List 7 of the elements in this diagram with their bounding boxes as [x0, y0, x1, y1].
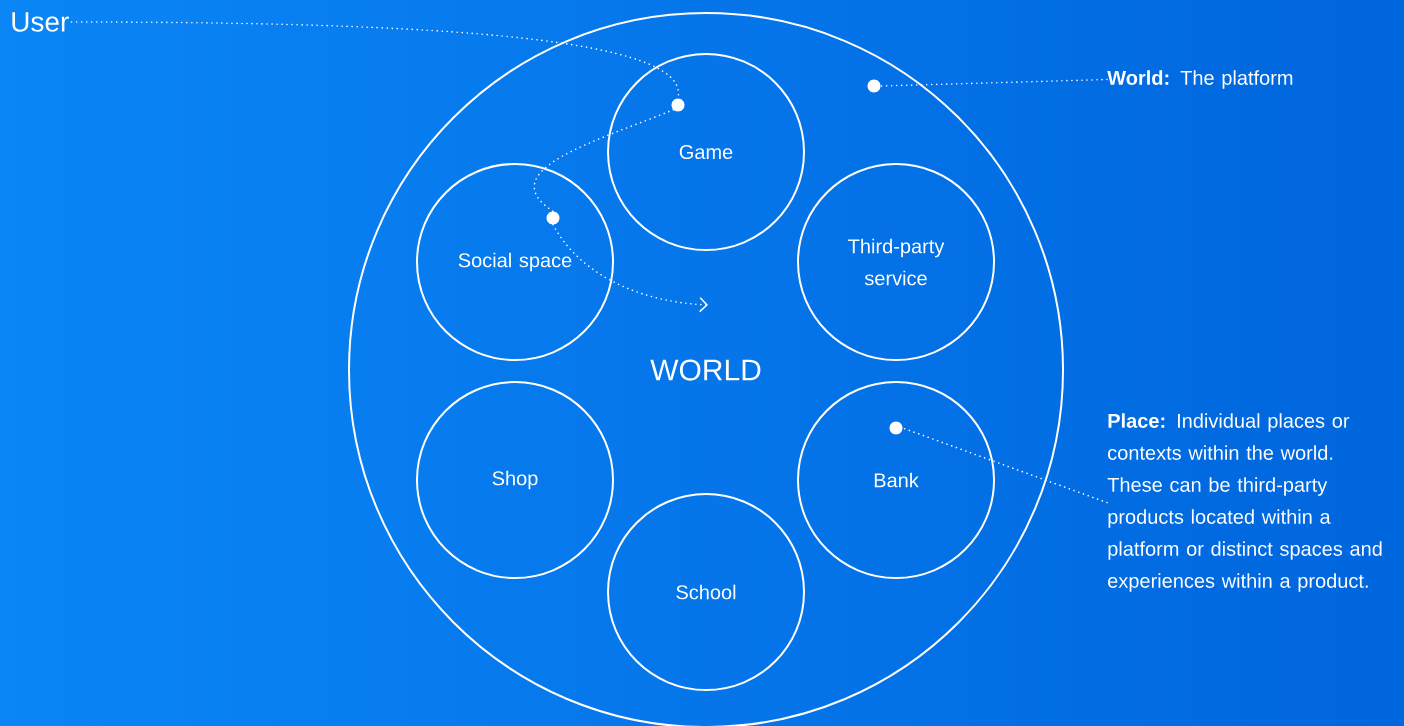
- annotation-text: World: The platform: [1107, 70, 1293, 89]
- annotation-text: Place: Individual places or contexts within the world. These can be third-party products located within a platform or distinct spaces and experiences within a product.: [1107, 413, 1382, 592]
- leader-line: [879, 78, 1108, 87]
- dotted-path: [534, 108, 675, 213]
- user-label: User: [12, 12, 69, 32]
- leader-line: [901, 427, 1108, 504]
- dotted-path: [552, 223, 708, 313]
